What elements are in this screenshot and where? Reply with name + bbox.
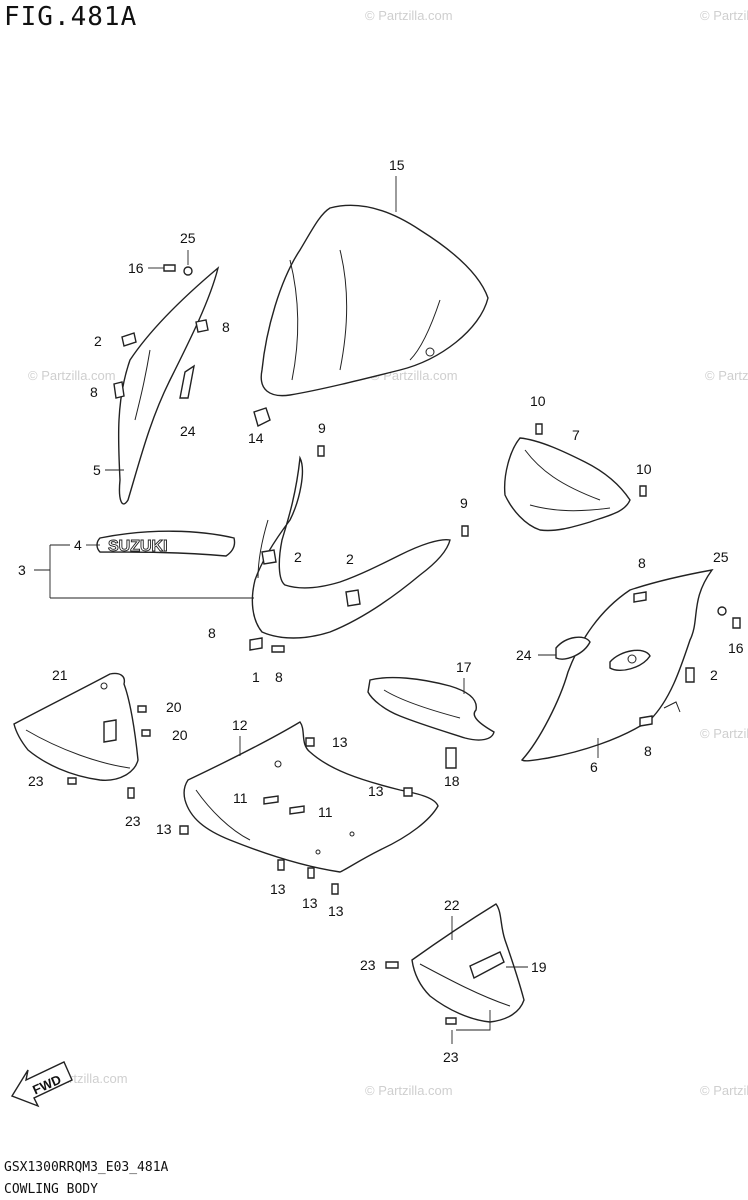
callout-9-a[interactable]: 9 (318, 420, 326, 436)
callout-23-b[interactable]: 23 (125, 813, 141, 829)
bolt-18[interactable] (445, 747, 457, 769)
watermark-text: © Partzilla.com (705, 368, 748, 383)
callout-20-a[interactable]: 20 (166, 699, 182, 715)
fwd-arrow-icon: FWD (10, 1061, 73, 1108)
callout-8-e[interactable]: 8 (638, 555, 646, 571)
part-5-inner-panel[interactable] (113, 266, 220, 505)
callout-23-c[interactable]: 23 (360, 957, 376, 973)
part-6-side-cowling[interactable] (520, 568, 714, 762)
figure-name: COWLING BODY (4, 1182, 98, 1197)
callout-13-e[interactable]: 13 (302, 895, 318, 911)
bolt-16-right[interactable] (732, 617, 741, 629)
callout-2-d[interactable]: 2 (710, 667, 718, 683)
figure-title: FIG.481A (4, 2, 138, 32)
callout-17[interactable]: 17 (456, 659, 472, 675)
callout-2-b[interactable]: 2 (294, 549, 302, 565)
clip-13-c[interactable] (179, 825, 189, 835)
callout-13-a[interactable]: 13 (332, 734, 348, 750)
part-1-cowling-body[interactable] (249, 455, 451, 653)
callout-23-a[interactable]: 23 (28, 773, 44, 789)
clip-13-b[interactable] (403, 787, 413, 797)
watermark-text: © Partzilla.com (700, 8, 748, 23)
clip-20-a[interactable] (137, 705, 147, 713)
screw-23-c[interactable] (385, 961, 399, 969)
callout-9-b[interactable]: 9 (460, 495, 468, 511)
callout-13-f[interactable]: 13 (328, 903, 344, 919)
callout-11-b[interactable]: 11 (318, 804, 333, 820)
callout-15[interactable]: 15 (389, 157, 405, 173)
part-15-windscreen[interactable] (260, 204, 489, 397)
callout-8-c[interactable]: 8 (208, 625, 216, 641)
callout-25-right[interactable]: 25 (713, 549, 729, 565)
part-12-under-cowling[interactable] (183, 721, 439, 873)
callout-13-c[interactable]: 13 (156, 821, 172, 837)
callout-1[interactable]: 1 (252, 669, 260, 685)
clip-20-b[interactable] (141, 729, 151, 737)
screw-10-b[interactable] (639, 485, 647, 497)
part-7-meter-panel[interactable] (503, 437, 631, 532)
callout-6[interactable]: 6 (590, 759, 598, 775)
callout-24-b[interactable]: 24 (516, 647, 532, 663)
callout-19[interactable]: 19 (531, 959, 547, 975)
nut-25-right[interactable] (717, 606, 727, 616)
clip-13-e[interactable] (307, 867, 315, 879)
part-14-clip[interactable] (253, 407, 271, 428)
callout-24-a[interactable]: 24 (180, 423, 196, 439)
callout-2-c[interactable]: 2 (346, 551, 354, 567)
callout-18[interactable]: 18 (444, 773, 460, 789)
nut-25-upper[interactable] (183, 266, 193, 276)
part-17-bracket[interactable] (367, 676, 495, 741)
watermark-text: © Partzilla.com (700, 726, 748, 741)
callout-11-a[interactable]: 11 (233, 790, 248, 806)
part-22-lower-cover[interactable] (411, 903, 525, 1023)
screw-23-a[interactable] (67, 777, 77, 785)
watermark-text: © Partzilla.com (700, 1083, 748, 1098)
emblem-text: SUZUKI (108, 538, 168, 555)
watermark-text: © Partzilla.com (28, 368, 116, 383)
screw-23-d[interactable] (445, 1017, 457, 1025)
watermark-text: © Partzilla.com (365, 8, 453, 23)
screw-9-a[interactable] (317, 445, 325, 457)
callout-23-d[interactable]: 23 (443, 1049, 459, 1065)
bolt-16-upper[interactable] (163, 264, 176, 272)
callout-25-upper[interactable]: 25 (180, 230, 196, 246)
clip-13-d[interactable] (277, 859, 285, 871)
callout-10-b[interactable]: 10 (636, 461, 652, 477)
callout-8-d[interactable]: 8 (275, 669, 283, 685)
callout-13-d[interactable]: 13 (270, 881, 286, 897)
part-21-lower-cover[interactable] (13, 672, 139, 781)
callout-2-a[interactable]: 2 (94, 333, 102, 349)
callout-13-b[interactable]: 13 (368, 783, 384, 799)
callout-21[interactable]: 21 (52, 667, 68, 683)
callout-4[interactable]: 4 (74, 537, 82, 553)
callout-12[interactable]: 12 (232, 717, 248, 733)
clip-13-a[interactable] (305, 737, 315, 747)
clip-13-f[interactable] (331, 883, 339, 895)
callout-22[interactable]: 22 (444, 897, 460, 913)
callout-14[interactable]: 14 (248, 430, 264, 446)
callout-20-b[interactable]: 20 (172, 727, 188, 743)
screw-10-a[interactable] (535, 423, 543, 435)
callout-7[interactable]: 7 (572, 427, 580, 443)
screw-23-b[interactable] (127, 787, 135, 799)
figure-code: GSX1300RRQM3_E03_481A (4, 1160, 169, 1175)
callout-10-a[interactable]: 10 (530, 393, 546, 409)
callout-3[interactable]: 3 (18, 562, 26, 578)
callout-8-f[interactable]: 8 (644, 743, 652, 759)
part-4-emblem[interactable]: SUZUKI (96, 530, 236, 557)
callout-8-b[interactable]: 8 (90, 384, 98, 400)
callout-8-a[interactable]: 8 (222, 319, 230, 335)
callout-16-right[interactable]: 16 (728, 640, 744, 656)
callout-16-upper[interactable]: 16 (128, 260, 144, 276)
screw-9-b[interactable] (461, 525, 469, 537)
callout-5[interactable]: 5 (93, 462, 101, 478)
watermark-text: © Partzilla.com (365, 1083, 453, 1098)
